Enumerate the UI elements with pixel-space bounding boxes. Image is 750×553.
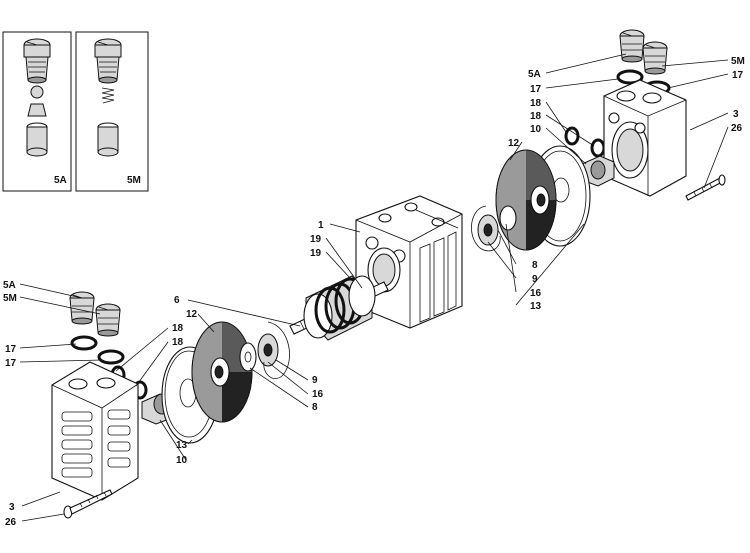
left-diaphragm-12 [191, 321, 253, 423]
right-washer-8 [499, 205, 517, 231]
label-left-9: 9 [312, 375, 318, 386]
callout-labels: 5A 5M 17 17 18 18 6 12 13 10 9 16 8 3 26… [3, 56, 745, 528]
label-right-5M: 5M [731, 56, 745, 67]
inset-5M: 5M [75, 31, 149, 192]
label-right-8: 8 [532, 260, 538, 271]
inset-5A-label: 5A [54, 175, 67, 186]
label-left-16: 16 [312, 389, 324, 400]
right-circlip-9 [471, 205, 501, 252]
label-right-16: 16 [530, 288, 542, 299]
right-diaphragm-12 [495, 149, 557, 251]
label-right-26: 26 [731, 123, 743, 134]
label-left-10: 10 [176, 455, 188, 466]
label-left-17b: 17 [5, 358, 17, 369]
right-check-valve-5A [619, 29, 645, 63]
center-body-1 [355, 195, 463, 329]
left-end-cap [51, 361, 139, 501]
label-left-5M: 5M [3, 293, 17, 304]
left-washer-16 [257, 333, 279, 367]
piston-19 [303, 275, 376, 341]
label-left-3: 3 [9, 502, 15, 513]
label-left-13: 13 [176, 440, 188, 451]
label-center-19b: 19 [310, 248, 322, 259]
label-left-17a: 17 [5, 344, 17, 355]
label-left-26: 26 [5, 517, 17, 528]
label-right-12: 12 [508, 138, 520, 149]
right-check-valve-5M [642, 41, 668, 75]
right-nut-10 [581, 155, 615, 187]
label-left-5A: 5A [3, 280, 16, 291]
label-right-13: 13 [530, 301, 542, 312]
label-right-9: 9 [532, 274, 538, 285]
label-left-6: 6 [174, 295, 180, 306]
left-circlip-9 [263, 321, 290, 379]
label-center-1: 1 [318, 220, 324, 231]
label-left-18a: 18 [172, 323, 184, 334]
right-end-cap [603, 79, 687, 197]
right-o-ring-18a [564, 126, 580, 146]
right-o-ring-18b [590, 138, 606, 158]
label-center-19a: 19 [310, 234, 322, 245]
right-screw-26 [685, 174, 726, 201]
inset-5A: 5A [2, 31, 72, 192]
inset-5M-label: 5M [127, 175, 141, 186]
left-washer-8 [239, 342, 257, 372]
label-right-18a: 18 [530, 98, 542, 109]
label-right-5A: 5A [528, 69, 541, 80]
left-screw-26 [63, 489, 113, 519]
label-right-17b: 17 [732, 70, 744, 81]
label-left-8: 8 [312, 402, 318, 413]
label-right-3: 3 [733, 109, 739, 120]
label-left-12: 12 [186, 309, 198, 320]
right-o-ring-17a [616, 69, 644, 85]
label-left-18b: 18 [172, 337, 184, 348]
label-right-18b: 18 [530, 111, 542, 122]
leader-lines [19, 53, 729, 522]
left-o-ring-17a [70, 335, 98, 351]
label-right-17a: 17 [530, 84, 542, 95]
left-check-valve-5M [95, 303, 121, 337]
label-right-10: 10 [530, 124, 542, 135]
left-o-ring-17b [97, 349, 125, 365]
right-washer-16 [477, 214, 499, 246]
